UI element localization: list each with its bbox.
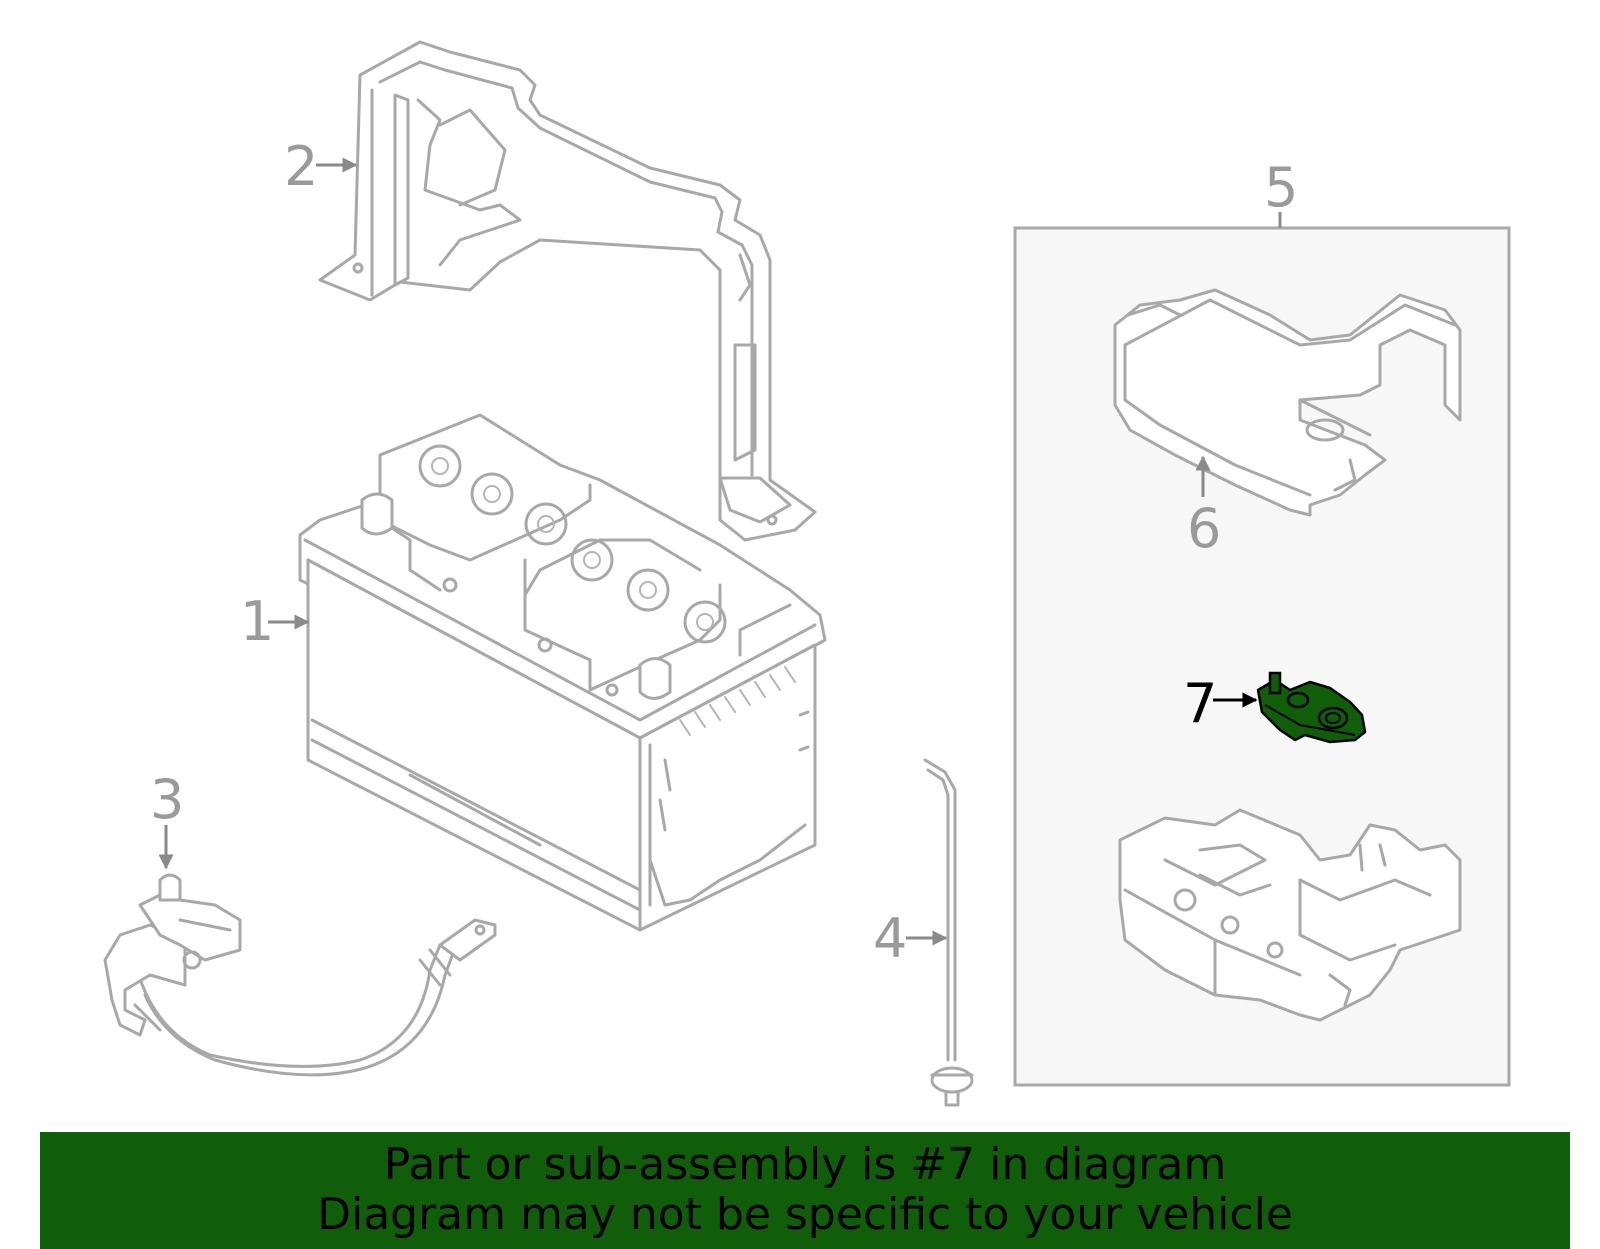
info-banner: Part or sub-assembly is #7 in diagram Di…	[40, 1132, 1570, 1249]
svg-text:7: 7	[1183, 672, 1217, 735]
callout-4: 4	[873, 907, 948, 970]
callout-1: 1	[240, 590, 310, 653]
svg-text:6: 6	[1187, 497, 1221, 560]
banner-line-disclaimer: Diagram may not be specific to your vehi…	[317, 1189, 1293, 1240]
part-3-ground-cable[interactable]	[103, 873, 497, 1077]
callout-3: 3	[150, 768, 184, 870]
banner-line-part: Part or sub-assembly is #7 in diagram	[383, 1139, 1227, 1190]
part-4-vent-tube[interactable]	[923, 758, 974, 1107]
part-1-battery[interactable]	[298, 413, 827, 932]
callout-5: 5	[1264, 156, 1298, 219]
svg-text:2: 2	[284, 135, 318, 198]
svg-text:5: 5	[1264, 156, 1298, 219]
part-5-fuse-box-base[interactable]	[1118, 808, 1462, 1022]
svg-text:3: 3	[150, 768, 184, 831]
callout-6: 6	[1187, 455, 1221, 560]
part-7-terminal-highlighted[interactable]	[1256, 671, 1367, 744]
callout-7-highlighted: 7	[1183, 672, 1258, 735]
svg-text:4: 4	[873, 907, 907, 970]
callout-2: 2	[284, 135, 358, 198]
battery-vent-caps	[418, 444, 727, 644]
part-2-battery-bracket[interactable]	[318, 40, 817, 542]
